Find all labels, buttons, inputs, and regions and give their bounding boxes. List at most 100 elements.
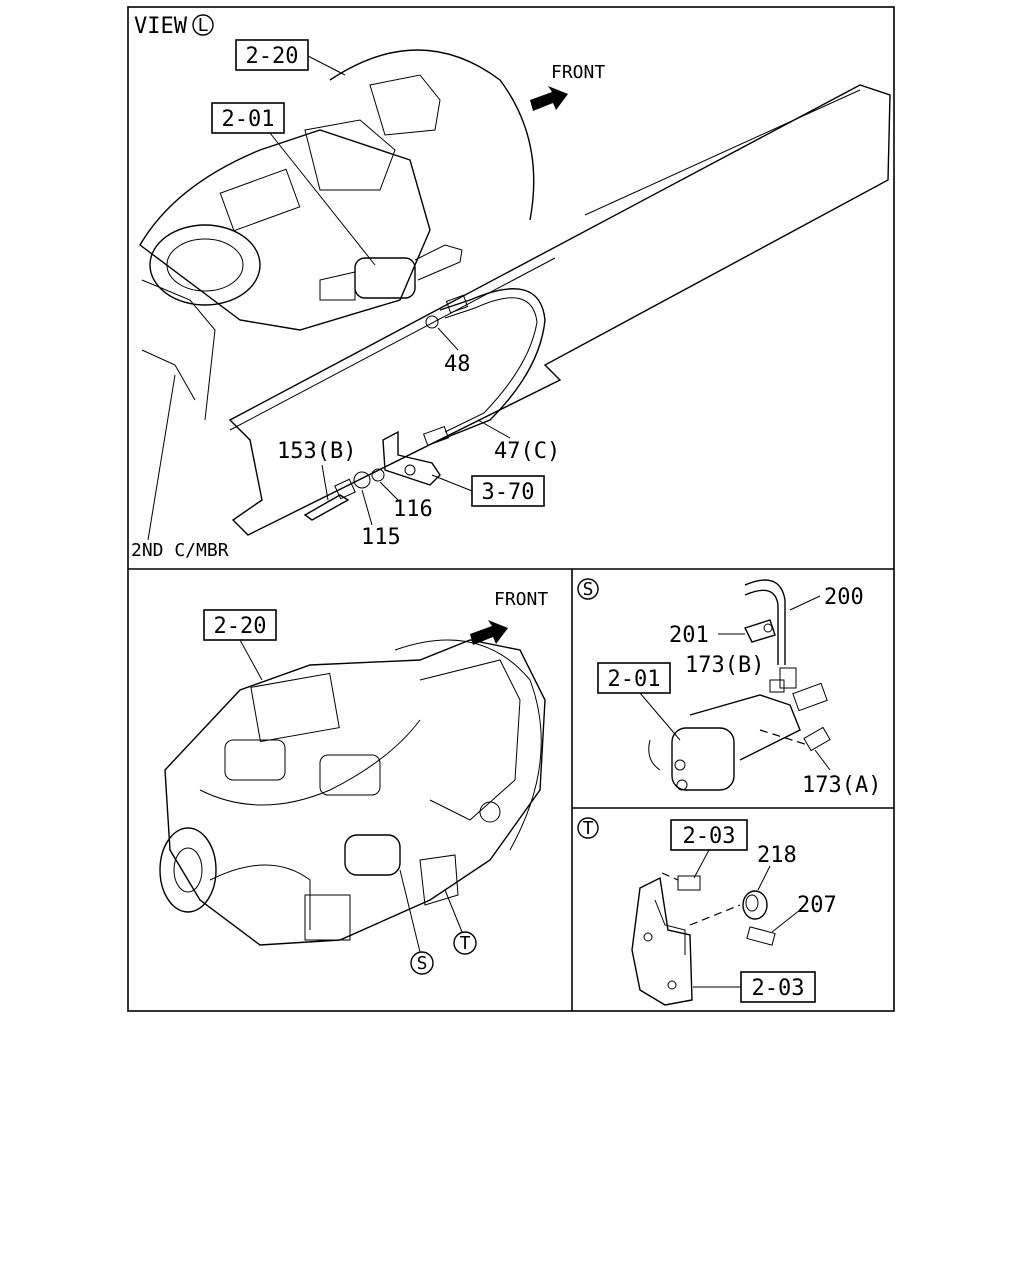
member-label: 2ND C/MBR <box>131 540 229 561</box>
clutch-servo-detail <box>671 727 735 791</box>
clutch-housing-outline <box>329 49 535 221</box>
spring-clip-218 <box>742 890 768 920</box>
fitting-173b <box>779 667 797 689</box>
detail-marker-t-circle <box>453 931 477 955</box>
shift-unit-lower <box>250 672 340 743</box>
clutch-servo <box>354 257 416 299</box>
part-116: 116 <box>393 497 433 522</box>
bolt-upper <box>677 875 701 891</box>
hose-fitting-upper <box>445 294 469 314</box>
hose-200 <box>744 579 786 665</box>
frame-crossmember-lower <box>141 349 196 401</box>
front-arrow-icon <box>530 86 568 111</box>
bolt-207 <box>746 926 776 946</box>
ref-box-2-01 <box>211 102 285 134</box>
ref-box-2-20-lower <box>203 609 277 641</box>
leader-173a <box>814 749 831 771</box>
air-line-lower <box>199 719 421 806</box>
mounting-bracket <box>631 876 693 1006</box>
view-marker-circle <box>192 14 214 36</box>
ref-box-3-70-label: 3-70 <box>482 480 535 505</box>
ref-box-2-03-upper-label: 2-03 <box>683 824 736 849</box>
clutch-hose <box>439 288 546 441</box>
release-fork <box>479 801 501 823</box>
detail-marker-t-letter: T <box>460 933 471 954</box>
clutch-servo-connector <box>414 244 463 281</box>
dashline-173a <box>759 729 809 746</box>
part-173b: 173(B) <box>685 653 764 678</box>
drain-bracket <box>304 894 351 941</box>
output-flange-inner <box>173 847 203 893</box>
front-label: FRONT <box>551 62 605 83</box>
leader-marker-t <box>444 889 463 933</box>
leader-116 <box>379 481 399 501</box>
leader-2-03-upper <box>693 849 710 879</box>
leader-207 <box>771 909 801 933</box>
leader-47c <box>477 419 511 439</box>
ref-box-2-01-detail <box>597 662 671 694</box>
servo-port-1 <box>674 759 686 771</box>
transmission-rear-cover-inner <box>166 238 244 292</box>
lock-washer <box>371 468 385 482</box>
front-arrow-icon-lower <box>470 620 508 645</box>
air-line-lower-2 <box>209 864 311 930</box>
clip-201-hole <box>763 623 773 633</box>
fitting-173a <box>803 726 831 752</box>
view-marker-letter: L <box>198 15 209 36</box>
part-218: 218 <box>757 843 797 868</box>
bottom-left-panel: FRONT 2-20 S T <box>159 589 548 975</box>
leader-2-20-lower <box>239 639 263 681</box>
dashline-218 <box>689 904 741 926</box>
clutch-servo-body-detail <box>689 694 801 761</box>
clip-201 <box>744 619 776 643</box>
fitting-173b-nut <box>769 679 785 693</box>
shift-cylinder-lower <box>224 739 286 781</box>
brake-pipe-153b <box>303 494 350 521</box>
part-153b: 153(B) <box>277 439 356 464</box>
ref-box-2-03-lower-label: 2-03 <box>752 976 805 1001</box>
leader-2-01 <box>269 132 376 266</box>
ref-box-2-01-detail-label: 2-01 <box>608 667 661 692</box>
pipe-flare-nut <box>334 478 356 500</box>
part-115: 115 <box>361 525 401 550</box>
leader-2-01-detail <box>639 692 681 741</box>
frame-rail-edge <box>229 89 861 431</box>
leader-115 <box>361 489 373 526</box>
servo-connector-detail <box>792 682 828 712</box>
detail-t-marker-circle <box>577 817 599 839</box>
o-ring-48 <box>425 315 439 329</box>
hose-200-inner <box>744 589 779 665</box>
servo-port-2 <box>676 779 688 791</box>
detail-s-marker-letter: S <box>583 579 594 600</box>
leader-218 <box>757 865 771 891</box>
detail-t-marker-letter: T <box>583 818 594 839</box>
clutch-servo-lower <box>344 834 401 876</box>
leader-153b <box>321 464 329 501</box>
front-label-lower: FRONT <box>494 589 548 610</box>
servo-wire <box>648 739 661 771</box>
gear-shift-unit <box>219 168 301 232</box>
part-207: 207 <box>797 893 837 918</box>
ref-box-2-20 <box>235 39 309 71</box>
top-panel: VIEW L FRONT <box>131 14 891 561</box>
bracket-hole <box>404 464 416 476</box>
frame-rail <box>228 84 891 536</box>
detail-marker-s-circle <box>410 951 434 975</box>
leader-200 <box>789 595 821 611</box>
frame-crossmember <box>141 279 216 421</box>
spring-clip-218-inner <box>745 894 759 912</box>
detail-s-panel: S 200 201 173(B) 173(A) 2-01 <box>577 578 881 798</box>
ref-box-2-01-label: 2-01 <box>222 107 275 132</box>
ref-box-3-70 <box>471 475 545 507</box>
detail-s-marker-circle <box>577 578 599 600</box>
ref-box-2-20-label: 2-20 <box>246 44 299 69</box>
shift-cylinder-lower-2 <box>319 754 381 796</box>
part-201: 201 <box>669 623 709 648</box>
leader-48 <box>437 327 459 351</box>
bracket-hole-2 <box>667 980 677 990</box>
leader-2-20 <box>307 55 346 76</box>
bellhousing <box>394 639 542 851</box>
detail-t-panel: T 2-03 218 207 2-03 <box>577 817 837 1006</box>
part-200: 200 <box>824 585 864 610</box>
